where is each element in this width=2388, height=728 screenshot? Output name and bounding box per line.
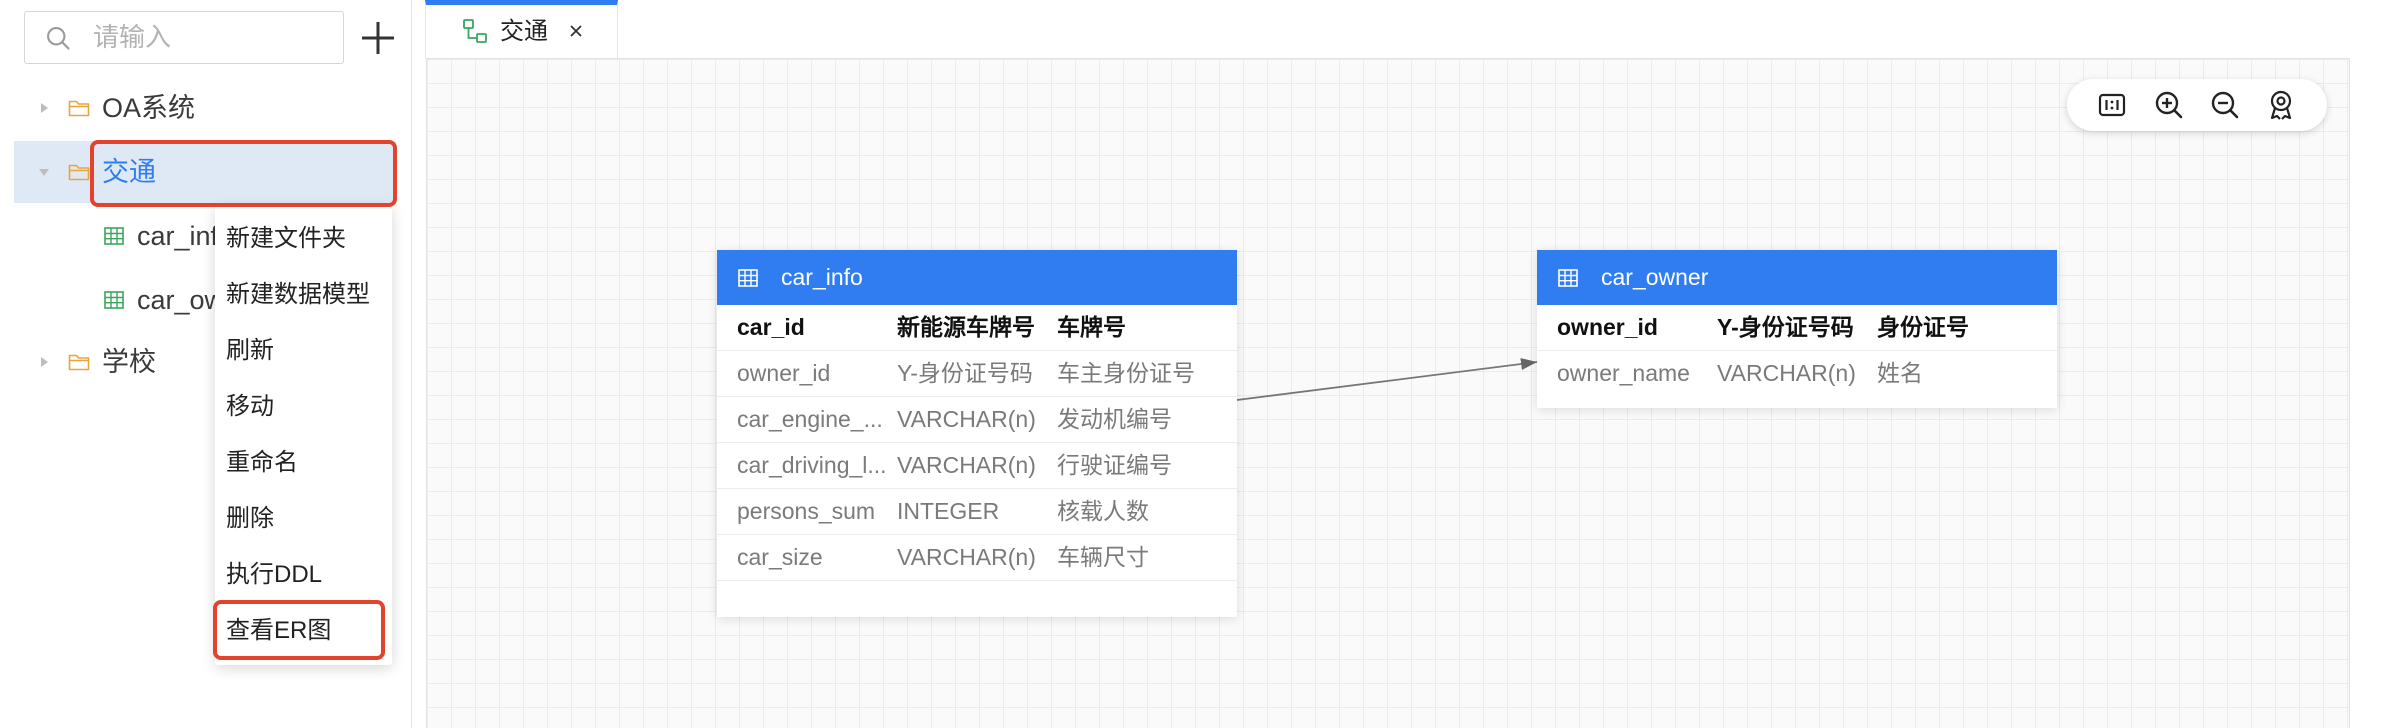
- context-menu: 新建文件夹 新建数据模型 刷新 移动 重命名 删除 执行DDL 查看ER图: [215, 205, 392, 665]
- tree-item-oa[interactable]: OA系统: [14, 77, 396, 139]
- column-comment: 车牌号: [1057, 314, 1126, 340]
- er-table-header[interactable]: car_owner: [1537, 250, 2057, 305]
- column-name: persons_sum: [737, 498, 876, 524]
- relation-arrow: [1236, 358, 1538, 401]
- add-button[interactable]: [360, 20, 396, 56]
- er-table-car-owner[interactable]: car_owner owner_id Y-身份证号码 身份证号 owner_na…: [1537, 250, 2057, 408]
- column-name: owner_name: [1557, 360, 1690, 386]
- er-table-name: car_owner: [1601, 264, 1709, 290]
- column-name: car_id: [737, 314, 805, 340]
- column-type: INTEGER: [897, 498, 1000, 524]
- locate-icon[interactable]: [2265, 89, 2297, 121]
- zoom-out-icon[interactable]: [2209, 89, 2241, 121]
- er-column-row: car_engine_... VARCHAR(n) 发动机编号: [717, 397, 1237, 443]
- er-table-car-info[interactable]: car_info car_id 新能源车牌号 车牌号 owner_id Y-身份…: [717, 250, 1237, 617]
- column-type: Y-身份证号码: [897, 360, 1033, 386]
- tab-label: 交通: [500, 18, 548, 45]
- zoom-in-icon[interactable]: [2153, 89, 2185, 121]
- er-column-row: persons_sum INTEGER 核载人数: [717, 489, 1237, 535]
- menu-item-view-er-diagram[interactable]: 查看ER图: [226, 617, 332, 644]
- column-name: car_size: [737, 544, 823, 570]
- search-box[interactable]: [24, 11, 344, 64]
- menu-item-new-folder[interactable]: 新建文件夹: [226, 225, 346, 252]
- column-type: VARCHAR(n): [897, 544, 1036, 570]
- column-comment: 核载人数: [1057, 498, 1149, 524]
- er-column-row: owner_id Y-身份证号码 车主身份证号: [717, 351, 1237, 397]
- er-table-name: car_info: [781, 264, 863, 290]
- column-name: owner_id: [737, 360, 831, 386]
- column-name: car_driving_l...: [737, 452, 887, 478]
- tab-traffic[interactable]: 交通: [425, 0, 618, 58]
- er-column-row: car_id 新能源车牌号 车牌号: [717, 305, 1237, 351]
- column-type: VARCHAR(n): [897, 406, 1036, 432]
- column-type: Y-身份证号码: [1717, 314, 1854, 340]
- caret-down-icon[interactable]: [36, 164, 52, 180]
- menu-item-rename[interactable]: 重命名: [226, 449, 298, 476]
- er-column-row: car_size VARCHAR(n) 车辆尺寸: [717, 535, 1237, 581]
- er-column-row: car_driving_l... VARCHAR(n) 行驶证编号: [717, 443, 1237, 489]
- tree-item-label: OA系统: [102, 93, 196, 123]
- table-icon: [737, 267, 759, 289]
- menu-item-new-data-model[interactable]: 新建数据模型: [226, 281, 370, 308]
- caret-right-icon[interactable]: [36, 354, 52, 370]
- table-icon: [1557, 267, 1579, 289]
- menu-item-refresh[interactable]: 刷新: [226, 337, 274, 364]
- column-comment: 身份证号: [1877, 314, 1969, 340]
- tree-item-label: 学校: [102, 347, 156, 377]
- caret-right-icon[interactable]: [36, 100, 52, 116]
- column-comment: 车辆尺寸: [1057, 544, 1149, 570]
- menu-item-execute-ddl[interactable]: 执行DDL: [226, 561, 323, 588]
- plus-icon: [362, 22, 394, 54]
- column-type: VARCHAR(n): [897, 452, 1036, 478]
- column-comment: 发动机编号: [1057, 406, 1172, 432]
- er-column-row: owner_id Y-身份证号码 身份证号: [1537, 305, 2057, 351]
- er-table-header[interactable]: car_info: [717, 250, 1237, 305]
- column-name: owner_id: [1557, 314, 1658, 340]
- column-type: VARCHAR(n): [1717, 360, 1856, 386]
- column-comment: 姓名: [1877, 360, 1923, 386]
- column-name: car_engine_...: [737, 406, 883, 432]
- search-icon: [44, 24, 72, 52]
- column-comment: 车主身份证号: [1057, 360, 1195, 386]
- close-icon[interactable]: [568, 23, 584, 39]
- canvas-toolbar: [2067, 79, 2327, 131]
- search-input[interactable]: [93, 12, 333, 63]
- tree-item-school[interactable]: 学校: [14, 331, 396, 393]
- menu-item-delete[interactable]: 删除: [226, 505, 274, 532]
- tree-item-label: 交通: [102, 157, 156, 187]
- table-icon: [103, 225, 125, 247]
- er-column-row: owner_name VARCHAR(n) 姓名: [1537, 351, 2057, 397]
- folder-icon: [68, 162, 90, 182]
- tab-bar: [412, 0, 2388, 58]
- data-model-icon: [462, 18, 488, 44]
- menu-item-move[interactable]: 移动: [226, 393, 274, 420]
- er-diagram-canvas[interactable]: car_info car_id 新能源车牌号 车牌号 owner_id Y-身份…: [426, 58, 2350, 728]
- actual-size-icon[interactable]: [2096, 89, 2128, 121]
- folder-icon: [68, 98, 90, 118]
- tree-item-traffic[interactable]: 交通: [14, 141, 396, 203]
- folder-icon: [68, 352, 90, 372]
- column-type: 新能源车牌号: [897, 314, 1035, 340]
- table-icon: [103, 289, 125, 311]
- column-comment: 行驶证编号: [1057, 452, 1172, 478]
